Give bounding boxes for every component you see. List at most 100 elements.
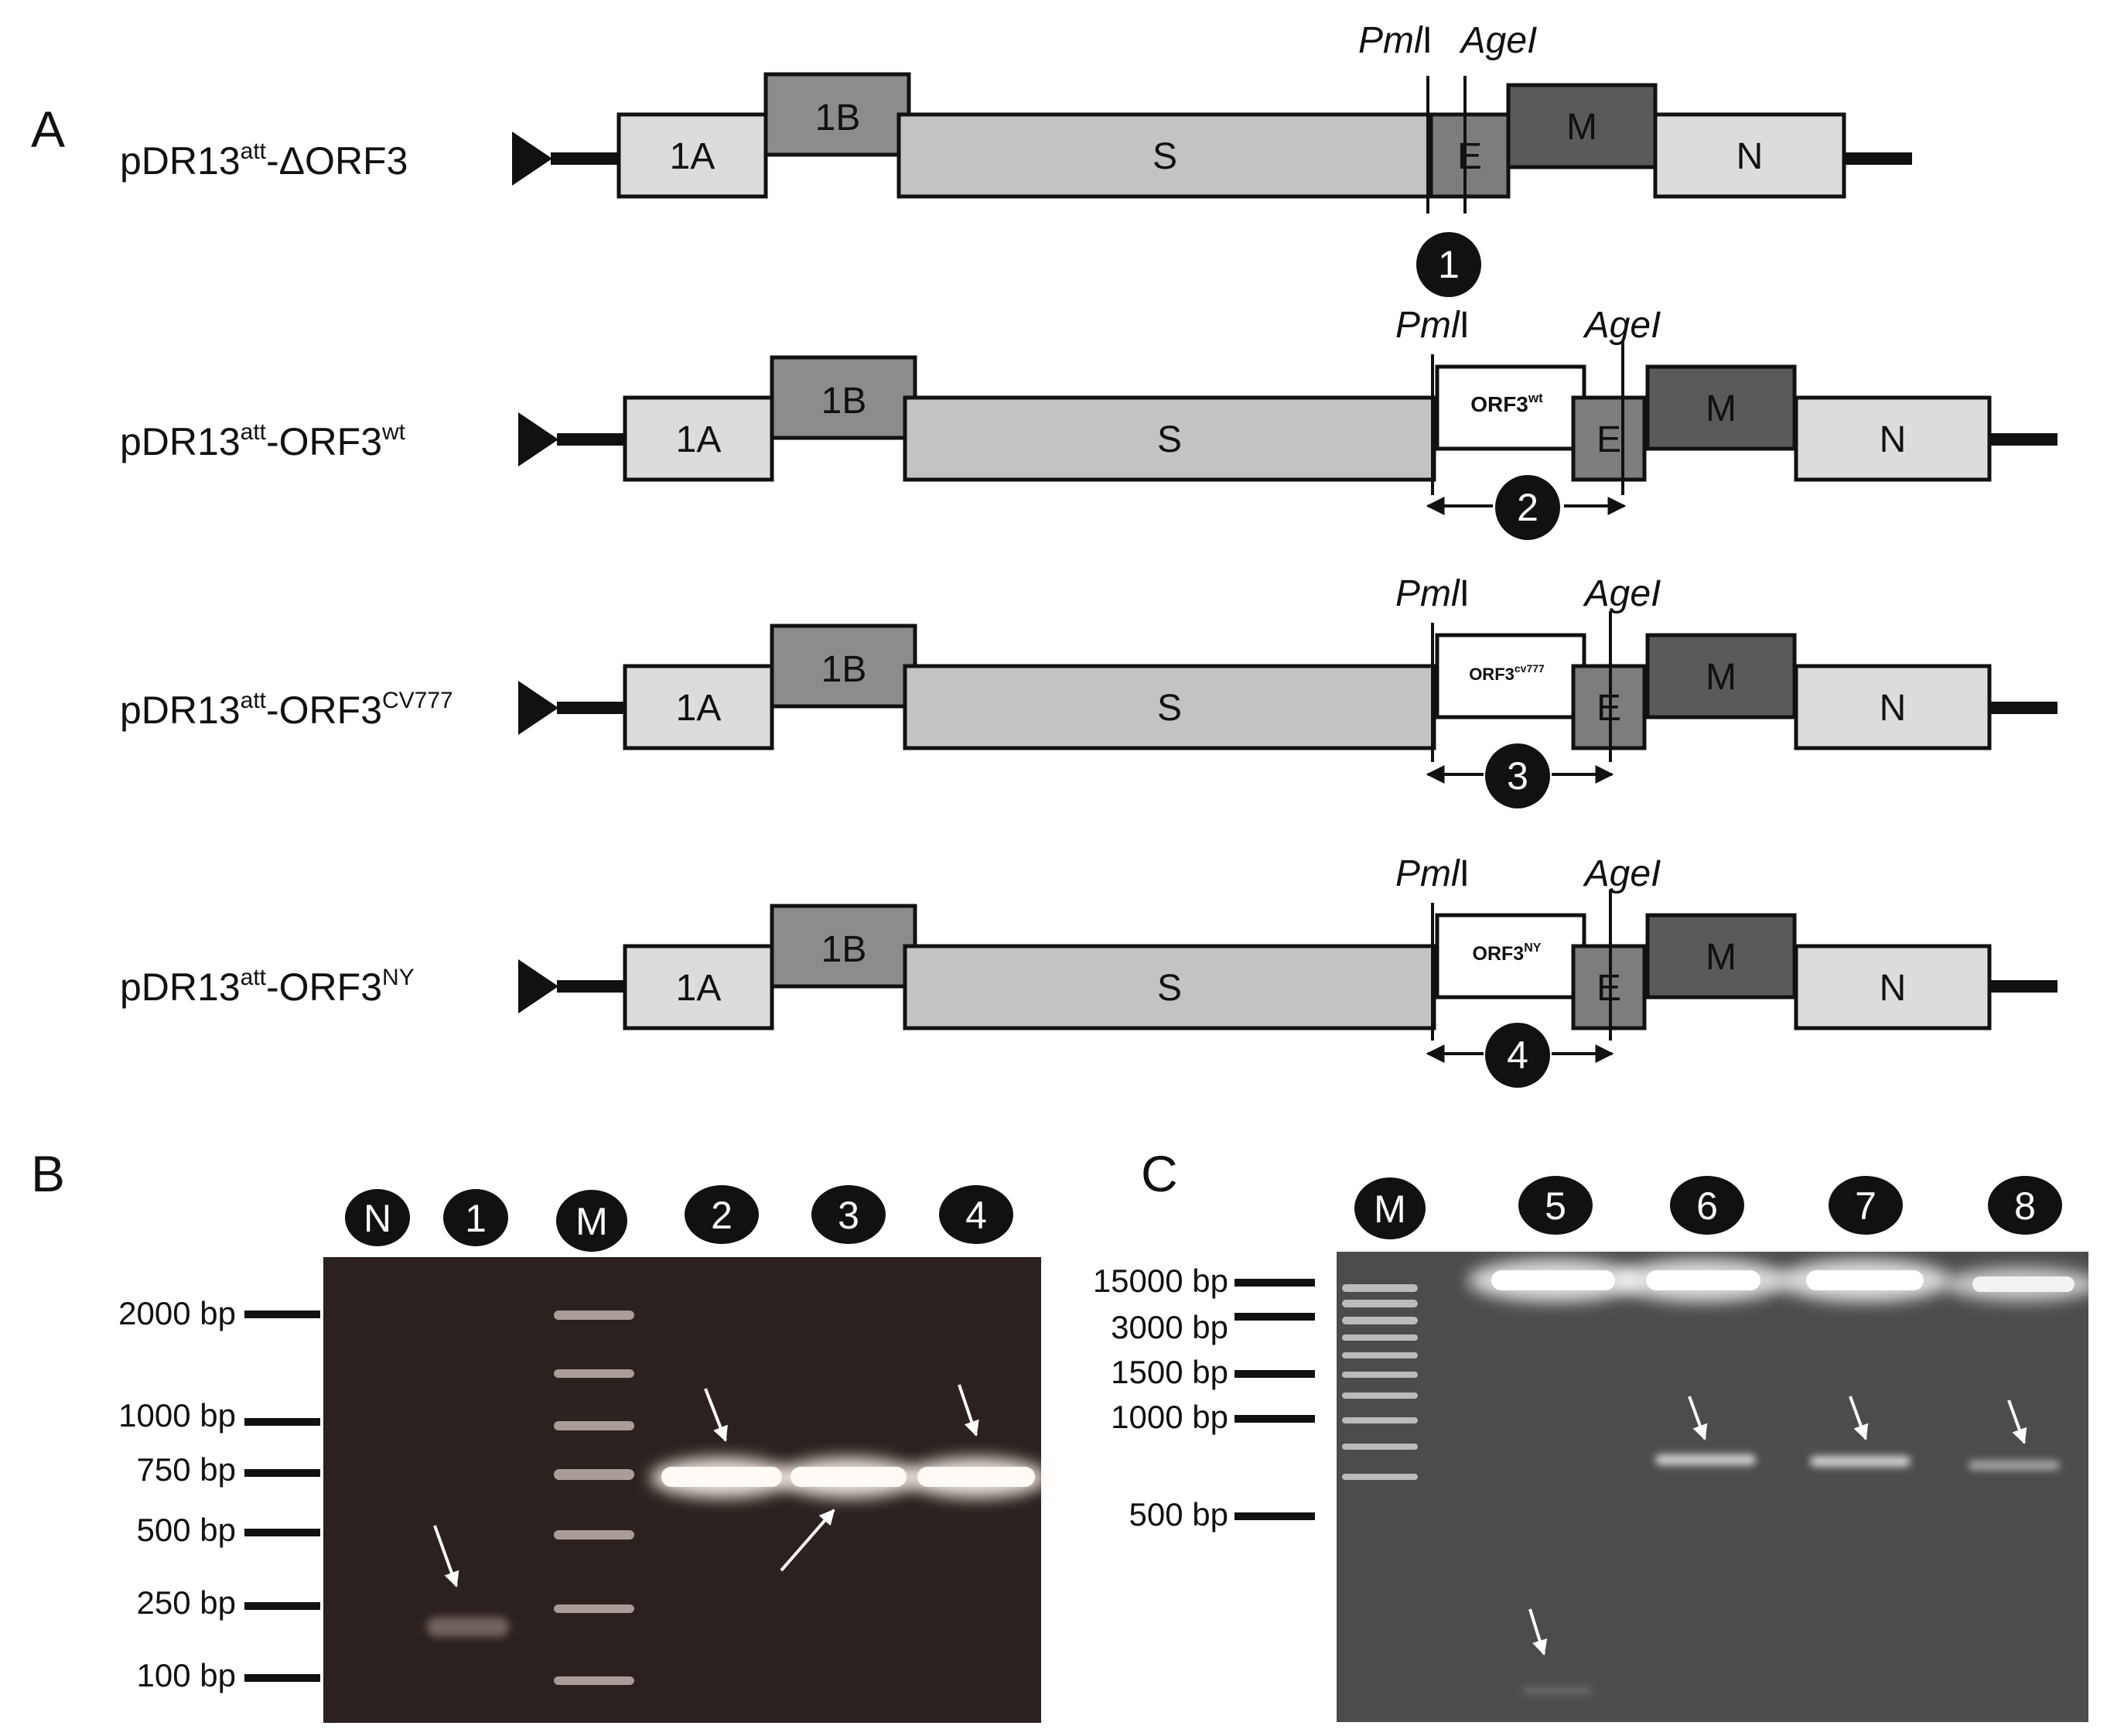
- ladder-label: 1000 bp: [118, 1397, 236, 1434]
- gene-s: [903, 664, 1436, 750]
- orf3-insert: [1435, 364, 1586, 451]
- badge-4-label: 4: [1507, 1034, 1528, 1077]
- lane-badge: [939, 1185, 1013, 1244]
- ladder-tick: [244, 1311, 320, 1318]
- gene-1b: [770, 355, 917, 440]
- gene-s-label: S: [1157, 968, 1182, 1009]
- ladder-tick: [244, 1529, 320, 1536]
- pmli-label: PmlI: [1395, 853, 1470, 894]
- lane-badge-label: M: [1374, 1188, 1406, 1231]
- gel-c-image: [1337, 1252, 2099, 1722]
- ladder-tick: [244, 1602, 320, 1610]
- gene-m-label: M: [1706, 388, 1736, 429]
- lane-badge-label: 7: [1855, 1184, 1876, 1228]
- gene-1a-label: 1A: [670, 136, 715, 177]
- lane-badge: [811, 1185, 886, 1244]
- orf3-insert: [1435, 633, 1586, 719]
- gene-n-label: N: [1880, 688, 1907, 729]
- ladder-label: 15000 bp: [1093, 1263, 1228, 1299]
- gene-e: [1571, 395, 1647, 482]
- badge-3-label: 3: [1507, 754, 1528, 798]
- gene-1a: [623, 395, 774, 482]
- gene-1a: [623, 664, 774, 750]
- band-arrow-icon: [780, 1509, 835, 1572]
- construct-label: pDR13att-ORF3CV777: [120, 688, 453, 732]
- ladder-label: 500 bp: [137, 1512, 236, 1548]
- ladder-tick: [1234, 1370, 1315, 1378]
- gene-s-label: S: [1157, 688, 1182, 729]
- lane-badge: [1829, 1176, 1903, 1235]
- construct-orf3-ny: pDR13att-ORF3NY 1A 1B S ORF3NY E M N Pml…: [120, 853, 2057, 1088]
- lane-badge-label: N: [364, 1197, 391, 1240]
- gel-c-insert-bands: [1522, 1454, 2060, 1694]
- lane-badge: [556, 1190, 627, 1252]
- badge-1: [1416, 232, 1481, 297]
- lane-badge: [345, 1189, 410, 1246]
- ladder-tick: [244, 1418, 320, 1426]
- gene-n-label: N: [1880, 968, 1907, 1009]
- agei-label: AgeI: [1583, 853, 1661, 894]
- lane-badge-label: 8: [2014, 1184, 2036, 1228]
- gene-s: [896, 112, 1433, 199]
- lane-badge-label: M: [575, 1200, 608, 1243]
- ladder-tick: [244, 1469, 320, 1477]
- orf3-insert-label: ORF3wt: [1470, 391, 1543, 416]
- gene-n-label: N: [1880, 419, 1907, 460]
- gene-n: [1794, 944, 1992, 1030]
- gene-m-label: M: [1706, 657, 1736, 698]
- badge-1-label: 1: [1438, 243, 1460, 286]
- lane-badge-label: 5: [1545, 1184, 1566, 1228]
- gene-m: [1645, 913, 1797, 1000]
- agei-label: AgeI: [1583, 573, 1661, 614]
- gene-1b-label: 1B: [821, 381, 867, 422]
- promoter-arrow-icon: [518, 959, 558, 1013]
- ladder-tick: [1234, 1279, 1315, 1287]
- badge-3: [1485, 743, 1550, 808]
- gene-s-label: S: [1153, 136, 1177, 177]
- gene-m: [1645, 364, 1797, 451]
- gene-s: [903, 944, 1436, 1030]
- gene-n: [1794, 395, 1992, 482]
- orf3-insert-label: ORF3cv777: [1469, 662, 1545, 684]
- lane-badge-label: 3: [838, 1194, 859, 1237]
- gene-1a: [623, 944, 774, 1030]
- gel-b-image: [323, 1257, 1047, 1723]
- ladder-tick: [244, 1674, 320, 1682]
- gene-1a-label: 1A: [676, 688, 722, 729]
- lane-badge: [685, 1185, 759, 1244]
- gene-m: [1645, 633, 1797, 719]
- gene-e-label: E: [1457, 136, 1482, 177]
- construct-label: pDR13att-ΔORF3: [120, 138, 408, 183]
- gene-1b-label: 1B: [821, 929, 867, 970]
- panel-label-b: B: [31, 1145, 65, 1202]
- badge-4: [1485, 1023, 1550, 1088]
- panel-label-a: A: [31, 101, 65, 158]
- gene-1b: [770, 904, 917, 989]
- gene-s-label: S: [1157, 419, 1182, 460]
- badge-2: [1495, 475, 1560, 540]
- panel-label-c: C: [1141, 1145, 1178, 1202]
- lane-badge-label: 6: [1696, 1184, 1718, 1228]
- gene-1a-label: 1A: [676, 968, 722, 1009]
- promoter-arrow-icon: [512, 132, 552, 186]
- construct-label: pDR13att-ORF3NY: [120, 965, 415, 1009]
- construct-delta-orf3: pDR13att-ΔORF3 1A 1B S E M N PmlI AgeI 1: [120, 20, 1912, 297]
- construct-label: pDR13att-ORF3wt: [120, 419, 406, 463]
- lane-badge: [443, 1189, 508, 1246]
- badge-2-label: 2: [1517, 486, 1538, 529]
- construct-orf3-wt: pDR13att-ORF3wt 1A 1B S ORF3wt E M N Pml…: [120, 305, 2057, 540]
- lane-badge-label: 1: [465, 1197, 487, 1240]
- gene-n: [1653, 112, 1846, 199]
- ladder-label: 250 bp: [137, 1584, 236, 1621]
- gene-n: [1794, 664, 1992, 750]
- gene-1b-label: 1B: [821, 649, 867, 690]
- ladder-tick: [1234, 1313, 1315, 1321]
- lane-badge: [1518, 1176, 1593, 1235]
- gene-m-label: M: [1566, 107, 1597, 148]
- gel-c-background: [1337, 1252, 2088, 1722]
- gel-b-lane-badges: N 1 M 2 3 4: [345, 1185, 1013, 1252]
- pmli-label: PmlI: [1395, 573, 1470, 614]
- pmli-label: PmlI: [1358, 20, 1433, 61]
- band-arrow-icon: [1528, 1608, 1548, 1656]
- gel-c-arrows: [1528, 1396, 2027, 1656]
